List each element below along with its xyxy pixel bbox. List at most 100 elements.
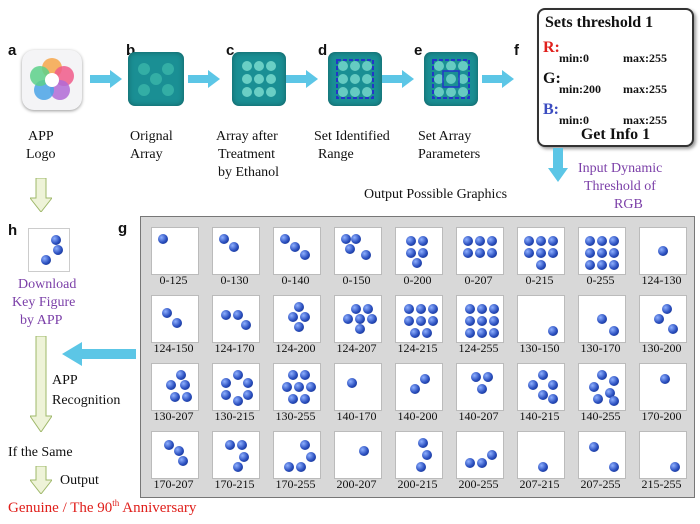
blue-dot — [351, 234, 361, 244]
blue-dot — [180, 380, 190, 390]
blue-dot — [538, 370, 548, 380]
pattern-cell: 124-170 — [206, 291, 263, 356]
blue-dot — [428, 316, 438, 326]
threshold-panel: Sets threshold 1 R: min:0 max:255 G: min… — [537, 8, 694, 147]
blue-dot — [174, 446, 184, 456]
blue-dot — [465, 316, 475, 326]
pattern-cell: 0-207 — [450, 223, 507, 288]
blue-dot — [654, 314, 664, 324]
panel-label-d: d — [318, 42, 328, 59]
pattern-cell: 200-255 — [450, 427, 507, 492]
pattern-image — [578, 363, 626, 411]
pattern-cell: 124-207 — [328, 291, 385, 356]
pattern-image — [517, 227, 565, 275]
pattern-cell: 170-207 — [145, 427, 202, 492]
get-info-button[interactable]: Get Info 1 — [580, 126, 651, 143]
blue-dot — [465, 304, 475, 314]
pattern-image — [334, 431, 382, 479]
panel-label-b: b — [126, 42, 136, 59]
pattern-range-label: 0-207 — [464, 273, 493, 287]
blue-dot — [422, 450, 432, 460]
caption-d-line2: Range — [318, 147, 354, 162]
arrow-right-icon — [286, 70, 318, 88]
blue-dot — [463, 248, 473, 258]
app-recognition-line2: Recognition — [52, 393, 121, 408]
blue-dot — [489, 328, 499, 338]
blue-dot — [548, 380, 558, 390]
blue-dot — [294, 322, 304, 332]
pattern-image — [578, 295, 626, 343]
blue-dot — [477, 304, 487, 314]
blue-dot — [158, 234, 168, 244]
pattern-range-label: 0-125 — [159, 273, 188, 287]
blue-dot — [668, 324, 678, 334]
pattern-cell: 170-255 — [267, 427, 324, 492]
blue-dot — [219, 234, 229, 244]
pattern-image — [395, 363, 443, 411]
input-threshold-line2: Threshold of — [584, 179, 656, 194]
panel-label-e: e — [414, 42, 423, 59]
blue-dot — [609, 260, 619, 270]
blue-dot — [597, 370, 607, 380]
pattern-image — [639, 295, 687, 343]
pattern-range-label: 140-207 — [458, 409, 499, 423]
blue-dot — [589, 382, 599, 392]
pattern-range-label: 124-215 — [397, 341, 438, 355]
pattern-range-label: 124-150 — [153, 341, 194, 355]
caption-c-line1: Array after — [216, 129, 278, 144]
blue-dot — [182, 392, 192, 402]
treated-array-image — [232, 52, 286, 106]
blue-dot — [609, 462, 619, 472]
blue-dot — [233, 462, 243, 472]
pattern-image — [517, 431, 565, 479]
blue-dot — [300, 312, 310, 322]
blue-dot — [406, 248, 416, 258]
identified-range-image — [328, 52, 382, 106]
pattern-image — [334, 363, 382, 411]
blue-dot — [355, 314, 365, 324]
pattern-image — [151, 363, 199, 411]
pattern-cell: 0-215 — [511, 223, 568, 288]
pattern-image — [456, 227, 504, 275]
blue-dot — [239, 452, 249, 462]
blue-dot — [585, 260, 595, 270]
input-threshold-line3: RGB — [614, 197, 643, 212]
blue-dot — [475, 236, 485, 246]
input-threshold-line1: Input Dynamic — [578, 161, 663, 176]
blue-dot — [243, 378, 253, 388]
pattern-image — [151, 431, 199, 479]
pattern-image — [456, 363, 504, 411]
pattern-cell: 130-150 — [511, 291, 568, 356]
blue-dot — [170, 392, 180, 402]
caption-c-line3: by Ethanol — [218, 165, 280, 180]
arrow-down-icon — [30, 178, 52, 212]
blue-dot — [225, 440, 235, 450]
blue-dot — [471, 372, 481, 382]
pattern-cell: 207-215 — [511, 427, 568, 492]
pattern-image — [151, 295, 199, 343]
blue-dot — [347, 378, 357, 388]
blue-dot — [609, 326, 619, 336]
download-line1: Download — [18, 277, 77, 292]
r-min-value: min:0 — [559, 51, 589, 65]
blue-dot — [609, 396, 619, 406]
r-channel-label: R: — [543, 39, 560, 56]
pattern-cell: 124-200 — [267, 291, 324, 356]
pattern-range-label: 124-207 — [336, 341, 377, 355]
pattern-cell: 170-200 — [633, 359, 690, 424]
threshold-title: Sets threshold 1 — [545, 14, 654, 31]
array-parameters-image — [424, 52, 478, 106]
blue-dot — [241, 320, 251, 330]
caption-d-line1: Set Identified — [314, 129, 390, 144]
pattern-cell: 140-255 — [572, 359, 629, 424]
blue-dot — [284, 462, 294, 472]
blue-dot — [416, 316, 426, 326]
pattern-image — [395, 227, 443, 275]
pattern-cell: 124-150 — [145, 291, 202, 356]
blue-dot — [585, 236, 595, 246]
panel-label-a: a — [8, 42, 17, 59]
blue-dot — [597, 314, 607, 324]
blue-dot — [487, 248, 497, 258]
pattern-cell: 215-255 — [633, 427, 690, 492]
blue-dot — [404, 316, 414, 326]
